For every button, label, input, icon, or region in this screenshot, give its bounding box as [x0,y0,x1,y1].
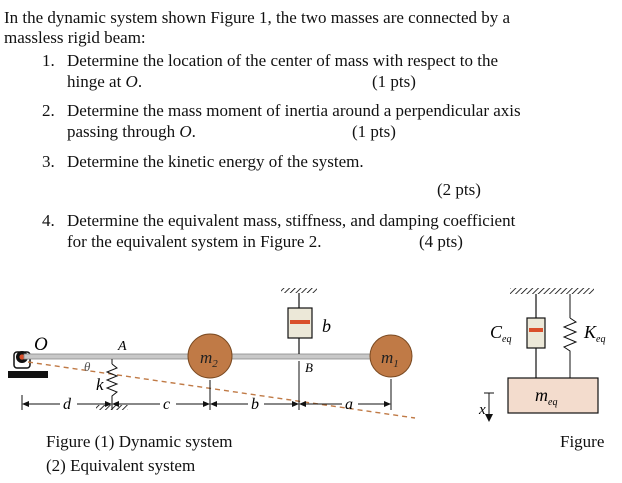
dimension-arrows [22,401,391,407]
theta-label: θ [84,359,91,374]
rotated-beam-dashed [27,361,416,419]
caption-left-line-1: Figure (1) Dynamic system [46,432,233,451]
mass-m1-symbol: m [381,348,393,367]
question-2-line-2: passing through O. [67,122,196,142]
question-2-period: . [191,122,196,141]
question-1-period: . [137,72,143,91]
question-1-points: (1 pts) [372,72,416,91]
question-2-line-2-text: passing through [67,122,180,141]
intro-line-2: massless rigid beam: [4,28,146,47]
question-2-number: 2. [42,101,55,120]
meq-label: meq [535,385,557,408]
keq-subscript: eq [596,334,605,345]
question-4-line-1: Determine the equivalent mass, stiffness… [67,211,516,230]
mass-m2-symbol: m [200,348,212,367]
question-1-symbol: O [125,72,138,91]
mass-m1 [369,334,413,378]
question-4-points: (4 pts) [419,232,463,251]
meq-subscript: eq [548,397,557,408]
dimension-c-label: c [163,396,170,413]
question-4-line-2: for the equivalent system in Figure 2. [67,232,322,251]
meq-symbol: m [535,385,548,405]
mass-m1-subscript: 1 [393,358,399,370]
intro-line-1: In the dynamic system shown Figure 1, th… [4,8,511,27]
ceq-subscript: eq [502,334,511,345]
point-b-label: B [305,360,313,375]
damper-b-label: b [322,316,331,336]
spring-k-label: k [96,375,104,394]
mass-m2 [187,333,233,379]
question-1-line-2: hinge at O. [67,72,142,92]
eq-top-ground [510,288,594,294]
ceq-label: Ceq [490,322,511,345]
mass-m1-label: m1 [381,348,399,370]
question-3-line-1: Determine the kinetic energy of the syst… [67,152,364,171]
damper-b [281,288,317,354]
ceq-symbol: C [490,322,503,342]
question-1-line-2-text: hinge at [67,72,126,91]
caption-right: Figure [560,432,605,451]
question-2-points: (1 pts) [352,122,396,141]
mass-meq-box [507,377,599,414]
x-label: x [478,402,486,418]
keq-label: Keq [583,322,605,345]
mass-m2-subscript: 2 [212,358,218,370]
dimension-lines [21,361,392,410]
keq-symbol: K [583,322,597,342]
point-a-label: A [117,339,127,354]
dimension-d-label: d [63,396,72,413]
displacement-x-arrow [484,392,494,422]
question-2-line-1: Determine the mass moment of inertia aro… [67,101,521,120]
question-2-symbol: O [179,122,192,141]
question-3-number: 3. [42,152,55,171]
figures-diagram: O θ A k m2 b B m1 [8,288,605,422]
dimension-a-label: a [345,396,353,413]
question-1-number: 1. [42,51,55,70]
hinge-label: O [34,334,48,355]
mass-m2-label: m2 [200,348,218,370]
damper-ceq [526,294,546,378]
question-4-number: 4. [42,211,55,230]
dimension-b-label: b [251,396,259,413]
caption-left-line-2: (2) Equivalent system [46,456,196,475]
question-3-points: (2 pts) [437,180,481,199]
spring-keq [562,294,578,378]
question-1-line-1: Determine the location of the center of … [67,51,498,70]
